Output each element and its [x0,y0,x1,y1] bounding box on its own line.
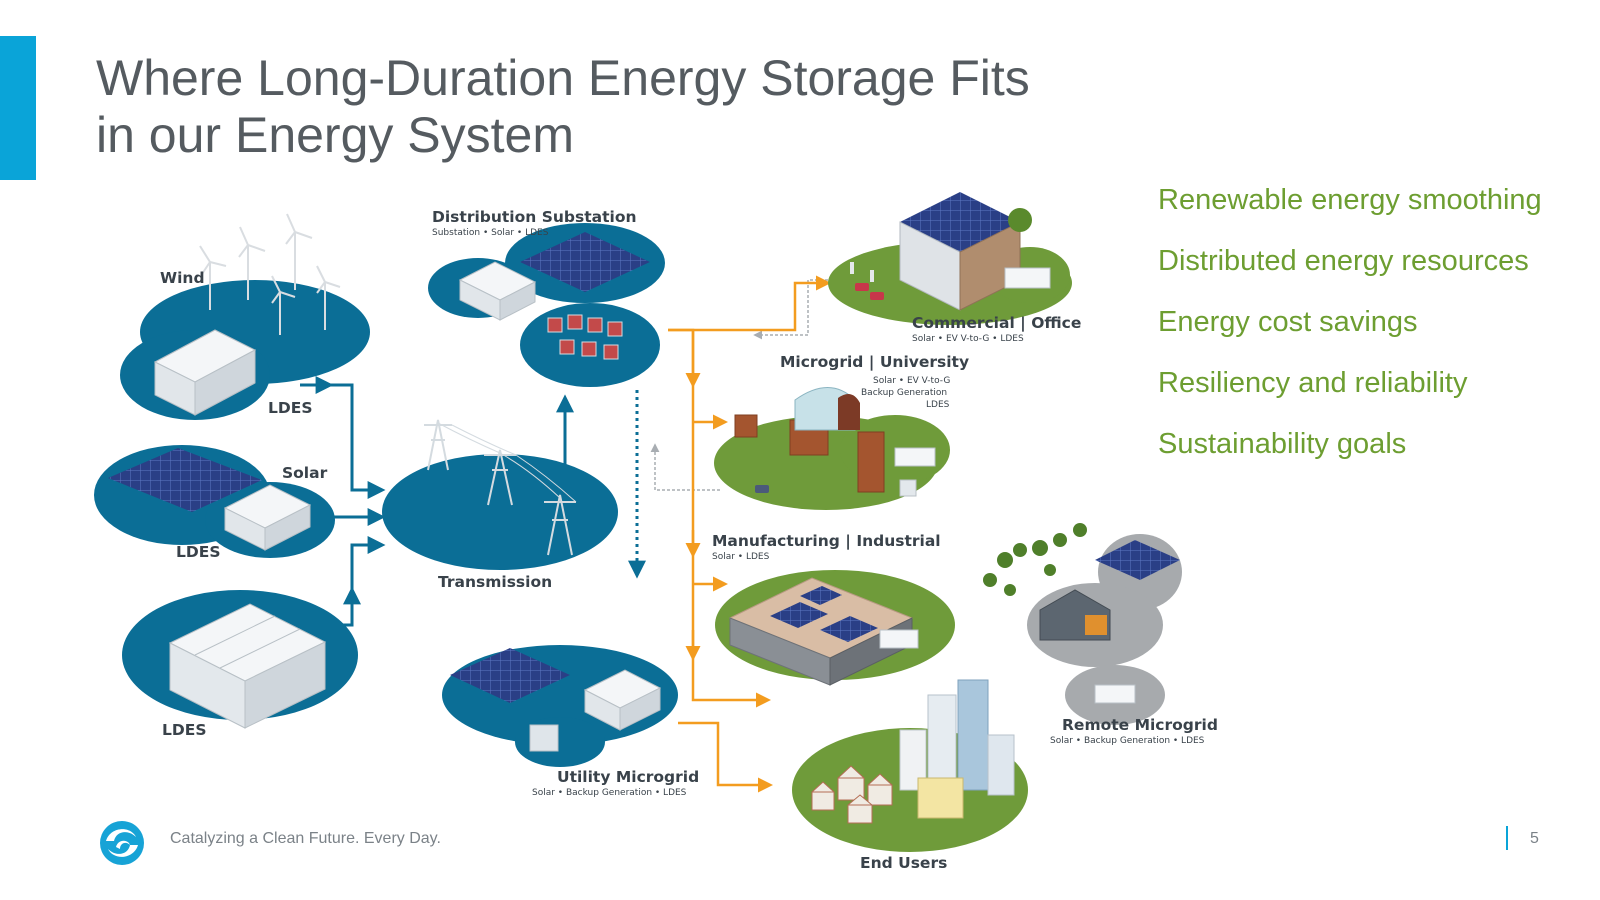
city-buildings-icon [899,679,1015,819]
benefit-item: Renewable energy smoothing [1158,184,1542,216]
flow-substation-to-users [668,328,771,708]
page-number: 5 [1530,830,1539,847]
benefit-item: Sustainability goals [1158,428,1407,460]
substation-island: Distribution Substation Substation • Sol… [428,208,665,387]
title-line-1: Where Long-Duration Energy Storage Fits [96,50,1030,106]
page-title: Where Long-Duration Energy Storage Fits … [96,50,1030,164]
campus-building-icon [734,387,885,493]
benefits-list: Renewable energy smoothing Distributed e… [1158,180,1542,485]
title-accent-bar [0,36,36,180]
substation-label: Distribution Substation [432,208,637,226]
university-sublabel-1: Solar • EV V-to-G [873,376,950,386]
manufacturing-island: Manufacturing | Industrial Solar • LDES [712,532,955,686]
utility-microgrid-island: Utility Microgrid Solar • Backup Generat… [442,645,699,798]
energy-system-diagram: Wind LDES Solar LDES LDES [94,192,1218,872]
ldes-container-icon [583,669,662,731]
title-line-2: in our Energy System [96,107,574,163]
solar-ldes-label: LDES [176,543,221,561]
office-building-icon [899,192,1021,311]
substation-equipment-icon [547,314,623,360]
ldes-container-icon [223,484,312,551]
ldes-container-icon [153,329,257,416]
transmission-label: Transmission [438,573,552,591]
university-sublabel-2: Backup Generation [861,388,947,398]
solar-panel-array-icon [1095,540,1180,580]
commercial-sublabel: Solar • EV V-to-G • LDES [912,334,1024,344]
benefit-item: Resiliency and reliability [1158,367,1468,399]
solar-ldes-island: Solar LDES [94,445,335,561]
end-users-label: End Users [860,854,947,872]
benefit-item: Energy cost savings [1158,306,1418,338]
solar-panel-array-icon [520,232,650,292]
company-logo-icon [100,821,144,865]
backup-generator-icon [529,724,559,752]
solar-panel-array-icon [450,648,570,703]
utility-microgrid-sublabel: Solar • Backup Generation • LDES [532,788,687,798]
wind-ldes-label: LDES [268,399,313,417]
backup-generator-icon [899,479,917,497]
commercial-label: Commercial | Office [912,314,1081,333]
benefit-item: Distributed energy resources [1158,245,1529,277]
university-label: Microgrid | University [780,353,969,372]
orange-flow-lines [668,275,831,793]
electric-vehicle-icon [850,262,884,300]
wind-ldes-island: Wind LDES [120,213,370,420]
ldes-label: LDES [162,721,207,739]
cabin-icon [1039,589,1111,641]
ldes-container-icon [458,261,537,321]
flow-to-commercial [668,275,831,332]
commercial-office-island: Commercial | Office Solar • EV V-to-G • … [828,192,1081,344]
remote-microgrid-island: Remote Microgrid Solar • Backup Generati… [983,523,1218,746]
ldes-large-container-icon [168,603,327,729]
university-sublabel-3: LDES [926,400,950,410]
ldes-container-icon [1004,267,1051,289]
manufacturing-label: Manufacturing | Industrial [712,532,941,551]
substation-sublabel: Substation • Solar • LDES [432,228,549,238]
trees-icon [983,523,1087,596]
ldes-container-icon [1094,684,1136,704]
page-number-divider [1506,826,1508,850]
ldes-container-icon [894,447,936,467]
electric-vehicle-icon [755,485,769,493]
remote-microgrid-sublabel: Solar • Backup Generation • LDES [1050,736,1205,746]
flow-utility-to-users [678,721,773,793]
end-users-island: End Users [792,679,1028,872]
university-island: Microgrid | University Solar • EV V-to-G… [714,353,969,510]
houses-icon [811,765,893,824]
transmission-island: Transmission [382,419,618,591]
remote-microgrid-label: Remote Microgrid [1062,716,1218,734]
ldes-island: LDES [122,590,358,739]
wind-label: Wind [160,269,205,287]
tree-icon [1008,208,1032,232]
wind-turbine-icon [199,213,341,335]
solar-panel-array-icon [108,448,262,512]
transmission-tower-icon [424,419,577,556]
utility-microgrid-label: Utility Microgrid [557,768,699,786]
footer-tagline: Catalyzing a Clean Future. Every Day. [170,830,441,847]
ldes-container-icon [879,629,919,649]
solar-label: Solar [282,464,328,482]
manufacturing-sublabel: Solar • LDES [712,552,770,562]
